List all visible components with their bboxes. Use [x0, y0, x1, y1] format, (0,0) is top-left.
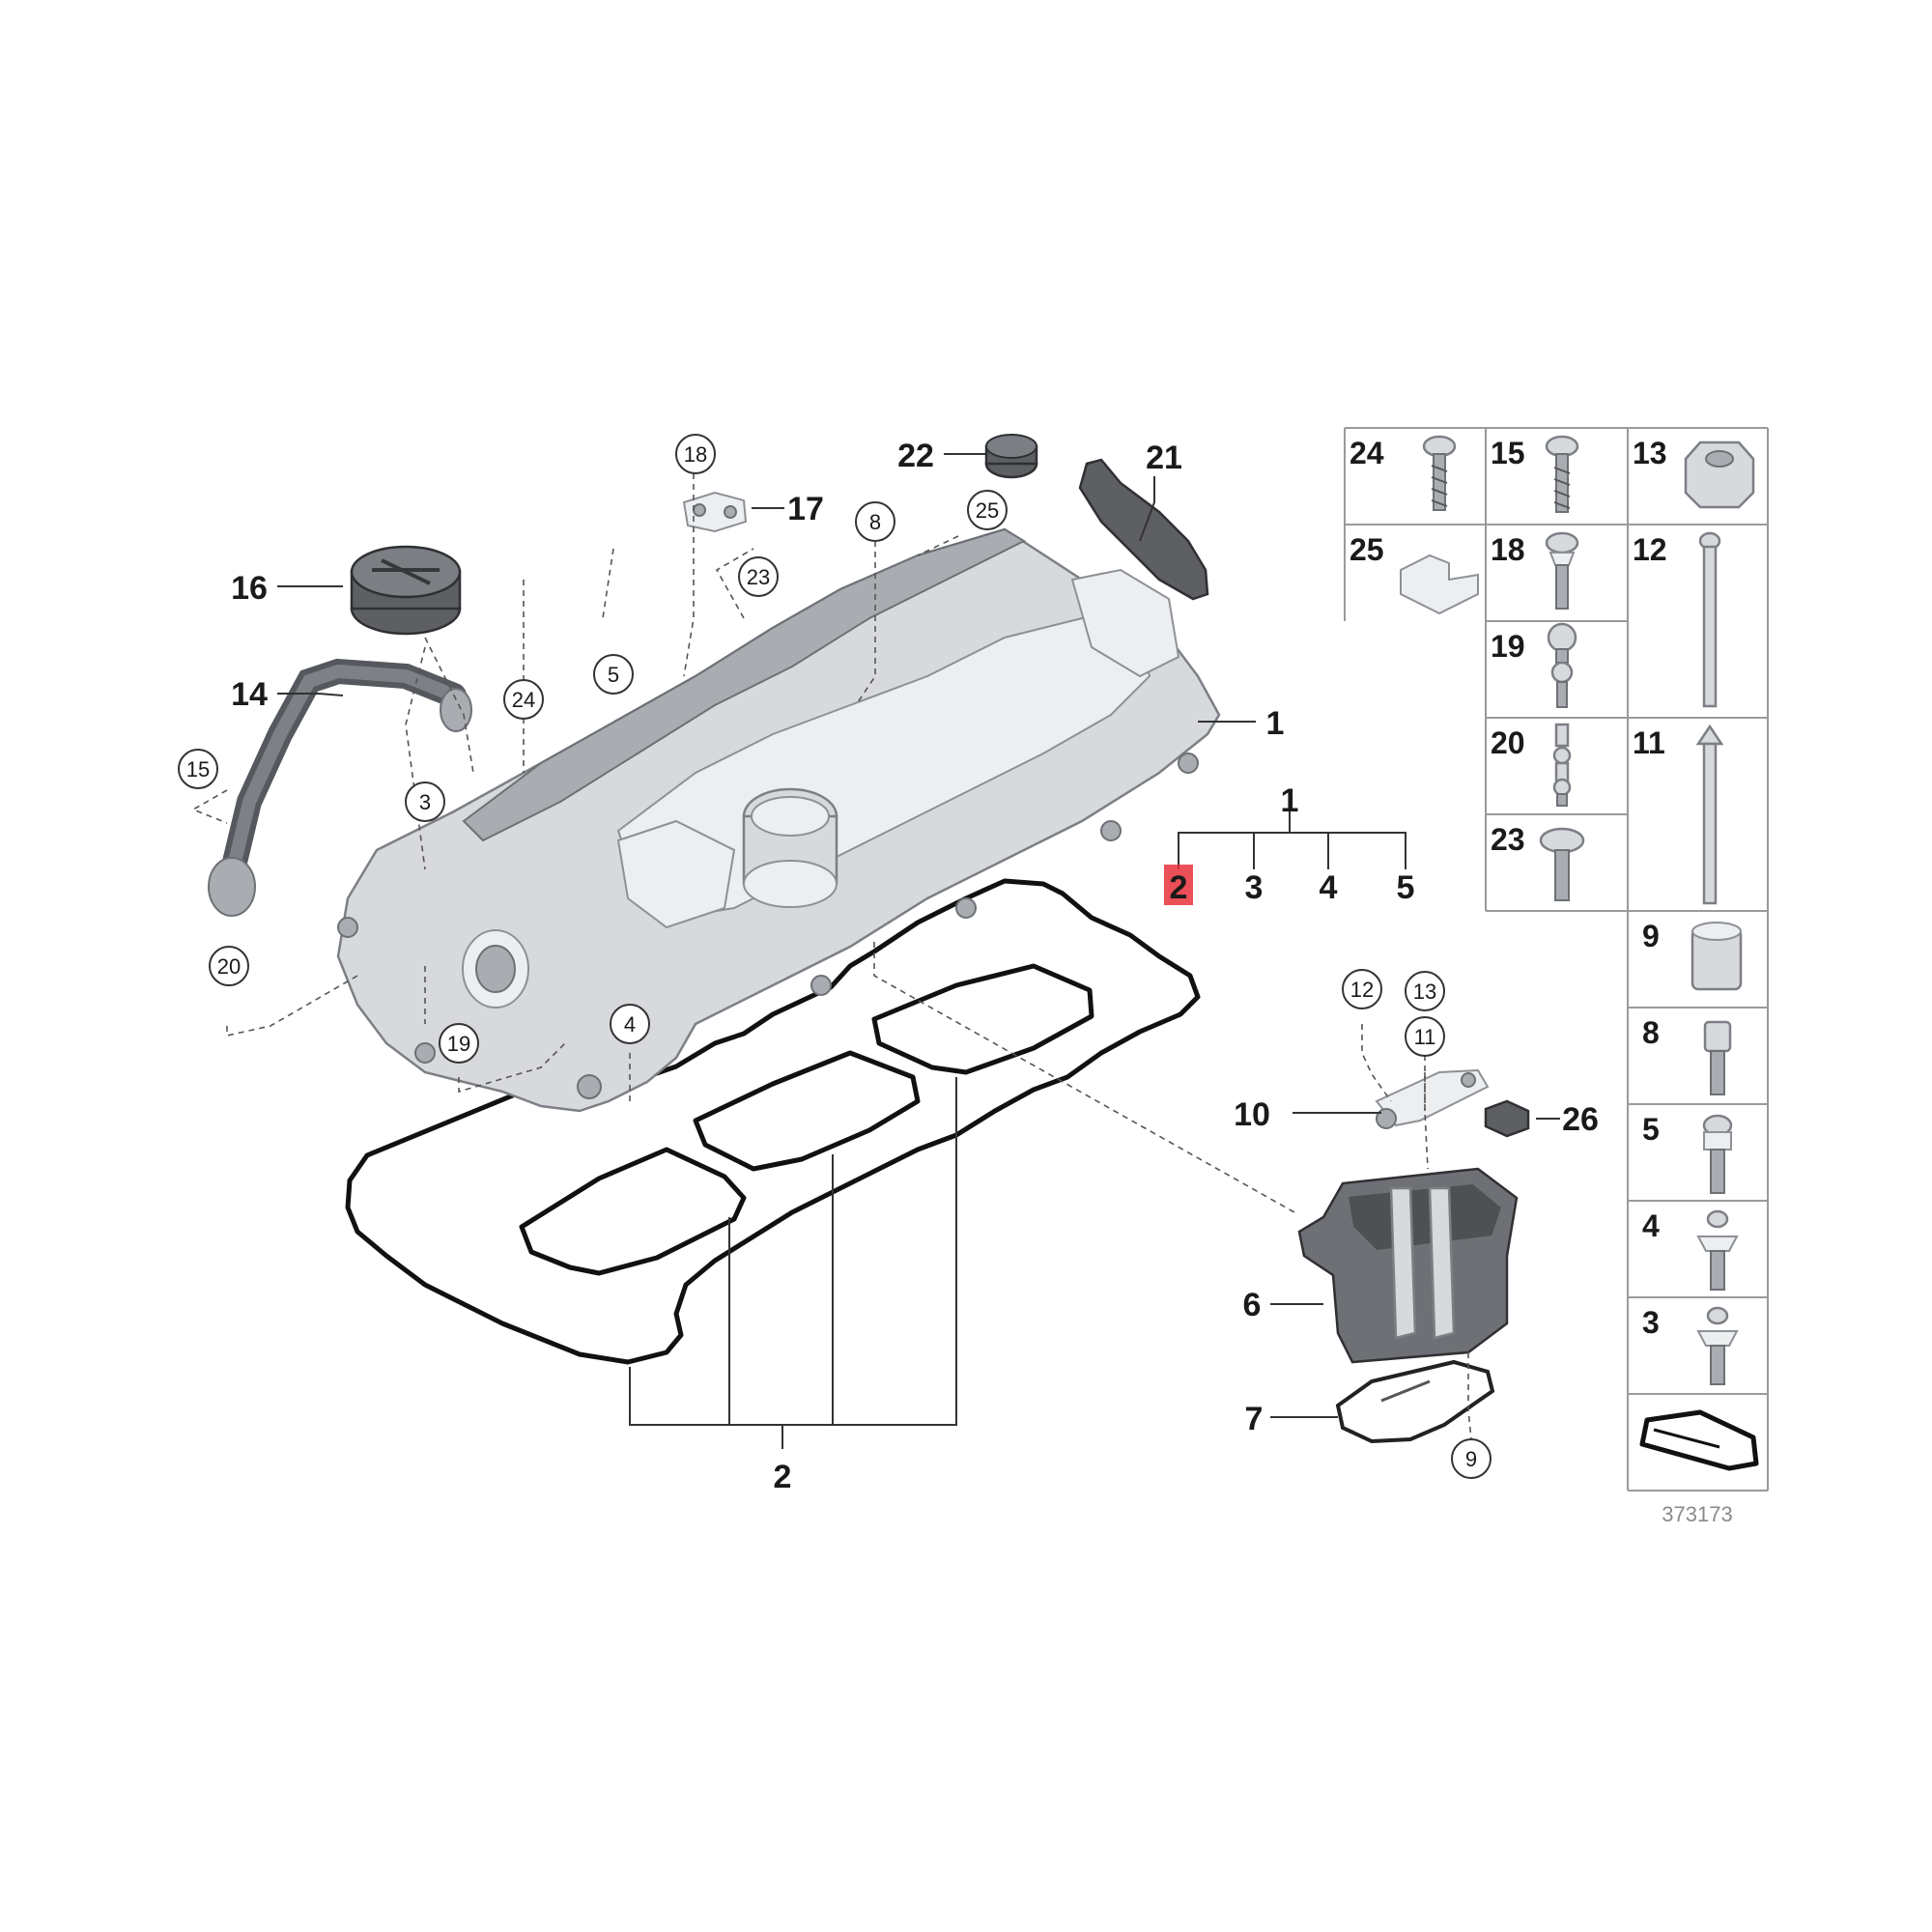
grid-label-3: 3	[1642, 1305, 1660, 1340]
kit-children: 2 3 4 5	[1164, 865, 1414, 906]
stud-19-icon	[1547, 622, 1577, 708]
svg-text:23: 23	[747, 565, 770, 589]
kit-child-4: 4	[1320, 869, 1338, 906]
grid-label-23: 23	[1491, 822, 1525, 857]
circle-callout-23: 23	[738, 556, 779, 597]
valve-cover	[336, 527, 1221, 1113]
callout-1-kit: 1	[1281, 782, 1299, 819]
breather-hose	[208, 658, 472, 917]
clip-26	[1484, 1099, 1530, 1138]
circle-callout-24: 24	[503, 679, 544, 720]
callout-2-main: 2	[774, 1459, 792, 1495]
svg-text:5: 5	[608, 663, 619, 687]
svg-text:8: 8	[869, 510, 881, 534]
grid-label-5: 5	[1642, 1112, 1660, 1147]
stud-5-icon	[1702, 1114, 1733, 1194]
kit-child-5: 5	[1397, 869, 1415, 906]
parts-grid: 24 15 13 25 18 12 19 20 11 23 9 8 5 4 3	[1344, 427, 1769, 1492]
screw-15-icon	[1545, 435, 1579, 513]
svg-text:3: 3	[419, 790, 431, 814]
circle-callout-20: 20	[209, 946, 249, 986]
svg-text:4: 4	[624, 1012, 636, 1037]
leader-lines	[191, 473, 1472, 1440]
svg-text:13: 13	[1413, 980, 1436, 1004]
grid-label-11: 11	[1633, 725, 1665, 760]
nut-13-icon	[1684, 440, 1755, 509]
cap-22	[984, 434, 1038, 479]
callout-21: 21	[1146, 440, 1182, 476]
separator-cover-7	[1335, 1359, 1495, 1444]
callout-17: 17	[787, 491, 824, 527]
circle-callout-12: 12	[1342, 969, 1382, 1009]
svg-text:18: 18	[684, 442, 707, 467]
grid-label-15: 15	[1491, 436, 1525, 470]
callout-1-top: 1	[1266, 705, 1285, 742]
clip-25-icon	[1400, 554, 1479, 615]
grid-label-18: 18	[1491, 532, 1525, 567]
stud-3-icon	[1696, 1306, 1739, 1385]
kit-child-2-highlight	[1164, 865, 1193, 905]
cover-gasket-set	[345, 878, 1201, 1365]
svg-text:20: 20	[217, 954, 241, 979]
bolt-8-icon	[1703, 1020, 1732, 1095]
svg-text:11: 11	[1414, 1025, 1436, 1049]
grid-label-24: 24	[1350, 436, 1384, 470]
screw-18-icon	[1545, 531, 1579, 610]
grid-label-25: 25	[1350, 532, 1384, 567]
grid-label-9: 9	[1642, 919, 1660, 953]
svg-text:15: 15	[186, 757, 210, 781]
svg-text:24: 24	[512, 688, 535, 712]
circle-callout-11: 11	[1405, 1016, 1445, 1057]
bolt-11-icon	[1695, 724, 1724, 905]
svg-text:25: 25	[976, 498, 999, 523]
kit-child-2: 2	[1170, 869, 1188, 906]
circle-callout-13: 13	[1405, 971, 1445, 1011]
svg-text:19: 19	[447, 1032, 470, 1056]
circle-callout-9: 9	[1451, 1438, 1492, 1479]
grid-label-8: 8	[1642, 1015, 1660, 1050]
callout-labels: 1 1 2 6 7 10 14 16 17 21 22 26	[231, 438, 1599, 1495]
circle-callout-4: 4	[610, 1004, 650, 1044]
callout-lines	[277, 453, 1560, 1449]
gasket-symbol-icon	[1639, 1409, 1759, 1471]
stud-20-icon	[1552, 723, 1572, 807]
kit-child-3: 3	[1245, 869, 1264, 906]
circle-callout-25: 25	[967, 490, 1008, 530]
callout-7: 7	[1245, 1401, 1264, 1437]
svg-text:12: 12	[1350, 978, 1374, 1002]
callout-6: 6	[1243, 1287, 1262, 1323]
circle-callout-3: 3	[405, 781, 445, 822]
bracket-10	[1375, 1068, 1490, 1129]
circled-callouts: 18 8 25 23 5 24 15 3 20 19 4 12 13 11 9	[178, 434, 1492, 1479]
callout-10: 10	[1234, 1096, 1270, 1133]
grid-label-12: 12	[1633, 532, 1667, 567]
grid-label-13: 13	[1633, 436, 1667, 470]
callout-22: 22	[897, 438, 934, 474]
svg-text:9: 9	[1465, 1447, 1477, 1471]
drawing-number: 373173	[1662, 1502, 1732, 1526]
callout-16: 16	[231, 570, 268, 607]
grid-label-20: 20	[1491, 725, 1525, 760]
circle-callout-15: 15	[178, 749, 218, 789]
grid-label-4: 4	[1642, 1208, 1660, 1243]
grid-label-19: 19	[1491, 629, 1525, 664]
circle-callout-19: 19	[439, 1023, 479, 1064]
bolt-12-icon	[1698, 531, 1721, 708]
sleeve-9-icon	[1690, 922, 1743, 991]
screw-24-icon	[1422, 435, 1457, 511]
gasket-17	[682, 491, 748, 533]
stud-4-icon	[1696, 1209, 1739, 1291]
oil-separator	[1297, 1167, 1519, 1364]
callout-26: 26	[1562, 1101, 1599, 1138]
oil-filler-cap	[350, 545, 462, 636]
callout-14: 14	[231, 676, 268, 713]
screw-23-icon	[1539, 827, 1585, 901]
circle-callout-5: 5	[593, 654, 634, 695]
circle-callout-18-top: 18	[675, 434, 716, 474]
circle-callout-8: 8	[855, 501, 895, 542]
